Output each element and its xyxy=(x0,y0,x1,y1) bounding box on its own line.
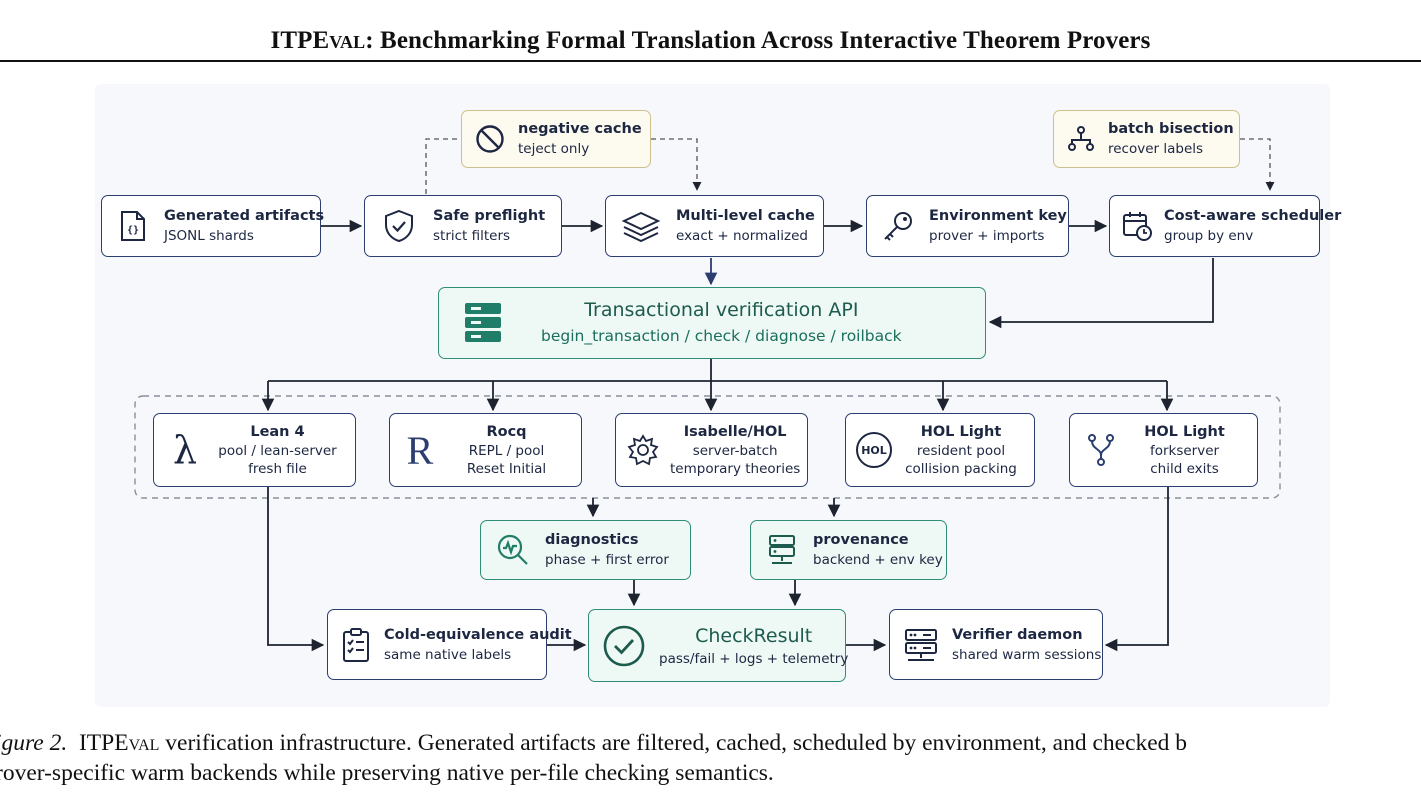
node-title: Cold-equivalence audit xyxy=(384,626,572,643)
note-title: negative cache xyxy=(518,121,642,137)
node-sub: exact + normalized xyxy=(676,228,808,244)
backend-line1: pool / lean-server xyxy=(218,443,337,459)
node-title: Environment key xyxy=(929,208,1067,224)
node-sub: shared warm sessions xyxy=(952,646,1102,663)
environment-key-node: Environment key prover + imports xyxy=(866,195,1069,257)
diagnostics-node: diagnostics phase + first error xyxy=(480,520,691,580)
figure-caption: igure 2. ITPEval verification infrastruc… xyxy=(0,728,1421,788)
branch-tree-icon xyxy=(1054,125,1108,153)
check-circle-icon xyxy=(589,623,659,669)
backend-hol-light-forkserver: HOL Light forkserver child exits xyxy=(1069,413,1258,487)
checkresult-title: CheckResult xyxy=(695,624,813,647)
prohibited-icon xyxy=(462,123,518,155)
backend-title: HOL Light xyxy=(920,424,1002,440)
backend-line1: server-batch xyxy=(692,443,778,459)
backend-lean4: λ Lean 4 pool / lean-server fresh file xyxy=(153,413,356,487)
key-icon xyxy=(867,209,929,243)
node-sub: JSONL shards xyxy=(164,228,254,244)
backend-title: Lean 4 xyxy=(250,424,305,440)
node-title: diagnostics xyxy=(545,532,639,548)
backend-line2: temporary theories xyxy=(670,461,801,477)
cost-aware-scheduler-node: Cost-aware scheduler group by env xyxy=(1109,195,1341,257)
backend-line2: collision packing xyxy=(905,461,1017,477)
node-sub: phase + first error xyxy=(545,552,669,568)
node-sub: strict filters xyxy=(433,228,511,244)
hol-badge-icon: HOL xyxy=(846,432,902,468)
cold-equivalence-audit-node: Cold-equivalence audit same native labels xyxy=(327,609,572,680)
backend-hol-light-pool: HOL HOL Light resident pool collision pack… xyxy=(845,413,1035,487)
server-stack-icon xyxy=(439,301,527,345)
node-sub: backend + env key xyxy=(813,552,943,568)
backend-title: Isabelle/HOL xyxy=(683,424,787,440)
json-file-icon: {} xyxy=(102,210,164,242)
backend-title: HOL Light xyxy=(1144,424,1225,440)
note-sub: recover labels xyxy=(1108,141,1204,157)
api-sub: begin_transaction / check / diagnose / r… xyxy=(541,327,902,345)
paper-title: ITPEval: Benchmarking Formal Translation… xyxy=(270,27,1151,54)
title-rule xyxy=(0,60,1421,62)
backend-line1: resident pool xyxy=(916,443,1006,459)
calendar-clock-icon xyxy=(1110,210,1164,242)
node-title: Safe preflight xyxy=(433,208,546,224)
node-title: Generated artifacts xyxy=(164,208,325,224)
node-sub: same native labels xyxy=(384,646,512,663)
checklist-clipboard-icon xyxy=(328,627,384,663)
node-sub: group by env xyxy=(1164,228,1254,244)
backend-title: Rocq xyxy=(486,424,527,440)
caption-label: igure 2. xyxy=(0,730,68,756)
backend-line2: Reset Initial xyxy=(466,461,547,477)
api-title: Transactional verification API xyxy=(584,299,859,321)
note-title: batch bisection xyxy=(1108,121,1234,137)
checkresult-node: CheckResult pass/fail + logs + telemetry xyxy=(588,609,849,682)
server-rack-icon xyxy=(890,627,952,663)
svg-text:{}: {} xyxy=(127,225,139,236)
caption-line-2: rover-specific warm backends while prese… xyxy=(0,760,774,786)
rocq-logo-icon: R xyxy=(406,427,434,473)
backend-line2: child exits xyxy=(1150,461,1219,477)
layers-icon xyxy=(606,210,676,242)
shield-check-icon xyxy=(365,209,433,243)
backend-line1: REPL / pool xyxy=(468,443,545,459)
lambda-icon: λ xyxy=(172,428,198,472)
gear-cog-icon xyxy=(616,433,670,467)
backend-isabelle: Isabelle/HOL server-batch temporary theori… xyxy=(615,413,808,487)
backend-line1: forkserver xyxy=(1149,443,1220,459)
safe-preflight-node: Safe preflight strict filters xyxy=(364,195,562,257)
checkresult-sub: pass/fail + logs + telemetry xyxy=(659,650,849,667)
batch-bisection-note: batch bisection recover labels xyxy=(1053,110,1240,168)
node-title: Cost-aware scheduler xyxy=(1164,208,1342,224)
node-sub: prover + imports xyxy=(929,228,1045,244)
verifier-daemon-node: Verifier daemon shared warm sessions xyxy=(889,609,1103,680)
magnifier-pulse-icon xyxy=(481,532,545,568)
node-title: Multi-level cache xyxy=(676,208,815,224)
backend-line2: fresh file xyxy=(248,461,307,477)
fork-icon xyxy=(1070,433,1132,467)
transactional-api-node: Transactional verification API begin_tran… xyxy=(438,287,986,359)
node-title: Verifier daemon xyxy=(952,626,1083,643)
negative-cache-note: negative cache teject only xyxy=(461,110,651,168)
caption-line-1: igure 2. ITPEval verification infrastruc… xyxy=(0,728,1421,758)
server-tag-icon xyxy=(751,533,813,567)
note-sub: teject only xyxy=(518,141,590,157)
multi-level-cache-node: Multi-level cache exact + normalized xyxy=(605,195,824,257)
provenance-node: provenance backend + env key xyxy=(750,520,947,580)
node-title: provenance xyxy=(813,532,909,548)
